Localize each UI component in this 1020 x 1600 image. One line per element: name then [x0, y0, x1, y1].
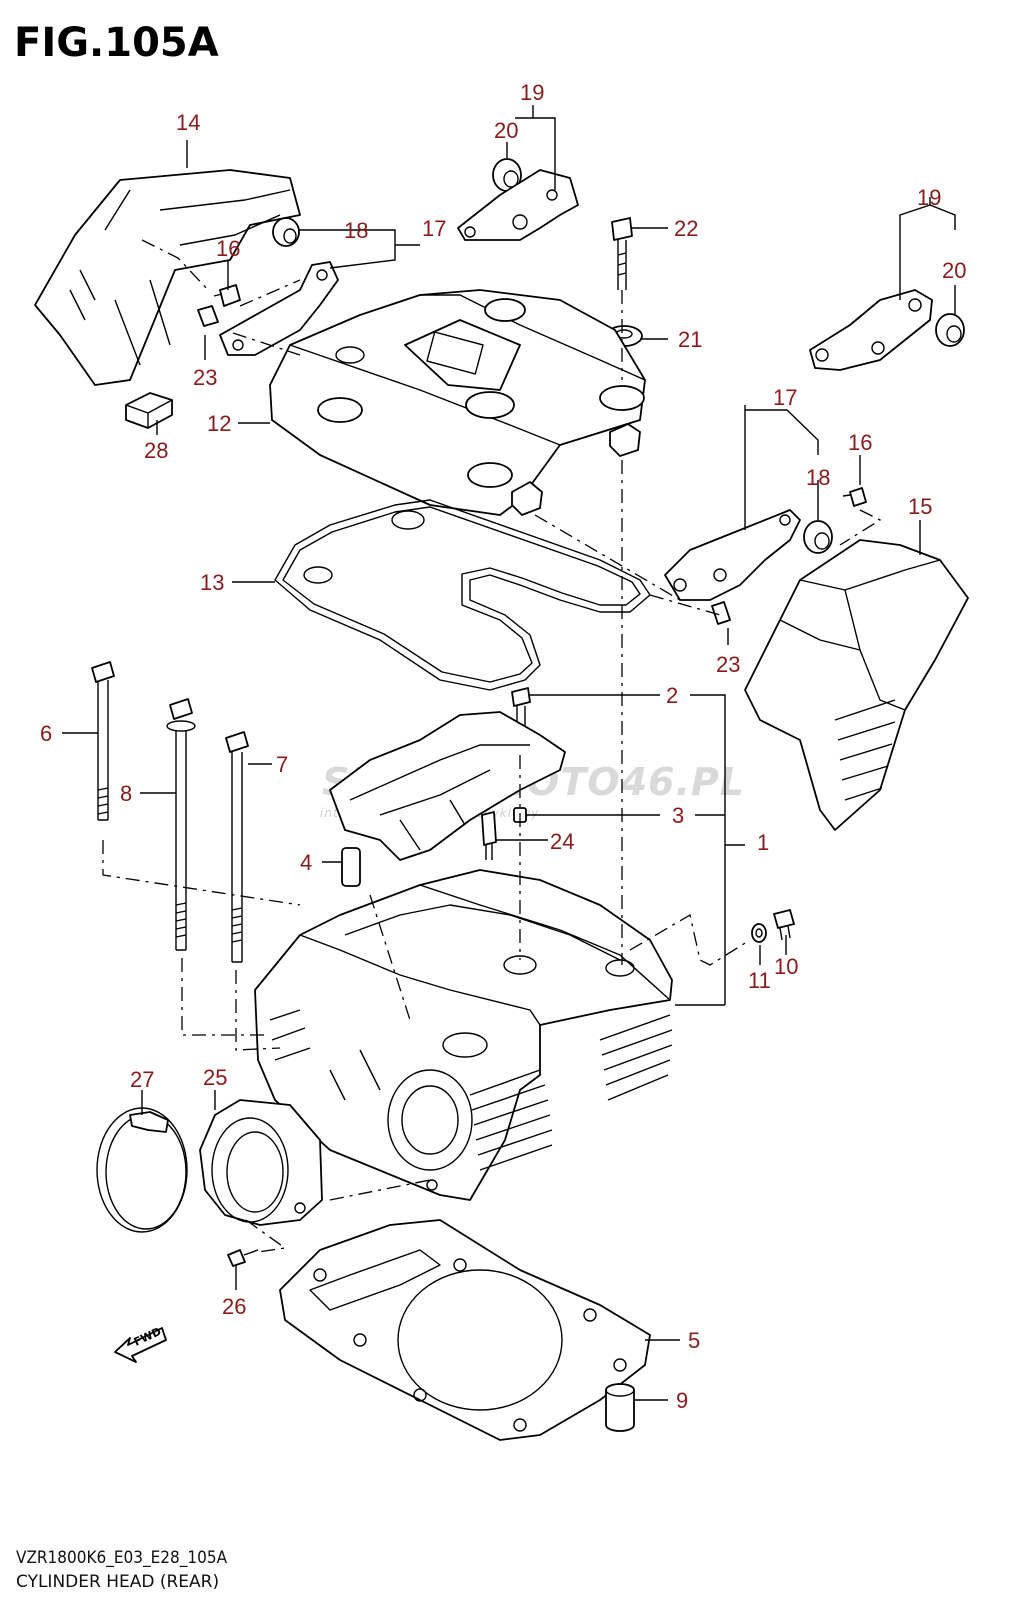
callout-28: 28 — [144, 438, 168, 463]
part-26-screw — [227, 1249, 259, 1267]
part-9-dowel-pin — [605, 1383, 635, 1432]
part-7-long-bolt — [225, 731, 249, 963]
callout-12: 12 — [207, 411, 231, 436]
part-24-spark-plug — [481, 811, 497, 860]
part-16-bolt-left — [213, 284, 241, 307]
callout-labels: 14 16 18 17 23 12 28 19 20 22 21 19 20 1… — [40, 80, 966, 1413]
callout-5: 5 — [688, 1328, 700, 1353]
part-25-intake-pipe — [199, 1099, 323, 1226]
part-15-side-cover-right — [744, 539, 969, 831]
callout-19-right: 19 — [917, 185, 941, 210]
part-12-head-cover — [269, 289, 646, 516]
part-8-long-bolt — [166, 698, 196, 951]
callout-16-left: 16 — [216, 236, 240, 261]
part-1-cylinder-head — [254, 869, 673, 1201]
part-22-bolt — [611, 217, 633, 290]
leader-lines — [62, 105, 956, 1401]
callout-27: 27 — [130, 1067, 154, 1092]
figure-caption: CYLINDER HEAD (REAR) — [16, 1572, 220, 1592]
callout-10: 10 — [774, 954, 798, 979]
callout-23-left: 23 — [193, 365, 217, 390]
callout-4: 4 — [300, 850, 312, 875]
part-13-cover-gasket — [274, 499, 651, 691]
part-19-bracket-right — [809, 289, 933, 371]
figure-title: FIG.105A — [14, 20, 219, 66]
callout-11: 11 — [748, 968, 771, 993]
part-17-bracket-right — [664, 509, 801, 601]
part-11-washer — [751, 923, 767, 943]
callout-16-right: 16 — [848, 430, 872, 455]
part-10-bolt — [773, 909, 795, 941]
callout-17-right: 17 — [773, 385, 797, 410]
fwd-arrow-icon: FWD — [114, 1325, 167, 1363]
callout-1: 1 — [757, 830, 769, 855]
callout-22: 22 — [674, 216, 698, 241]
callout-23-right: 23 — [716, 652, 740, 677]
callout-19-top: 19 — [520, 80, 544, 105]
callout-7: 7 — [276, 752, 288, 777]
callout-13: 13 — [200, 570, 224, 595]
callout-17-left: 17 — [422, 216, 446, 241]
callout-25: 25 — [203, 1065, 227, 1090]
callout-26: 26 — [222, 1294, 246, 1319]
callout-24: 24 — [550, 829, 574, 854]
callout-9: 9 — [676, 1388, 688, 1413]
part-6-long-bolt — [91, 661, 115, 821]
callout-20-top: 20 — [494, 118, 518, 143]
callout-6: 6 — [40, 721, 52, 746]
part-17-bracket-left — [219, 261, 339, 356]
part-18-grommet-left — [272, 217, 300, 247]
callout-14: 14 — [176, 110, 200, 135]
part-20-grommet-top — [492, 158, 522, 192]
part-23-bolt-right — [711, 601, 731, 625]
callout-2: 2 — [666, 683, 678, 708]
callout-21: 21 — [678, 327, 702, 352]
callout-15: 15 — [908, 494, 932, 519]
part-23-bolt-left — [197, 305, 219, 327]
part-16-bolt-right — [842, 487, 867, 507]
callout-18-left: 18 — [344, 218, 368, 243]
callout-20-right: 20 — [942, 258, 966, 283]
part-14-side-cover-left — [34, 169, 301, 386]
part-28-rubber-pad — [125, 392, 173, 429]
part-camshaft-holder — [329, 711, 566, 861]
part-4-valve-lifter — [341, 847, 361, 887]
part-19-bracket-top — [457, 169, 579, 241]
part-27-hose-clamp — [96, 1107, 188, 1233]
part-5-head-gasket — [279, 1219, 651, 1441]
alignment-lines — [102, 239, 882, 1253]
callout-18-right: 18 — [806, 465, 830, 490]
callout-8: 8 — [120, 781, 132, 806]
callout-3: 3 — [672, 803, 684, 828]
part-20-grommet-right — [935, 313, 965, 347]
figure-code: VZR1800K6_E03_E28_105A — [16, 1548, 228, 1568]
part-18-grommet-right — [803, 520, 833, 554]
